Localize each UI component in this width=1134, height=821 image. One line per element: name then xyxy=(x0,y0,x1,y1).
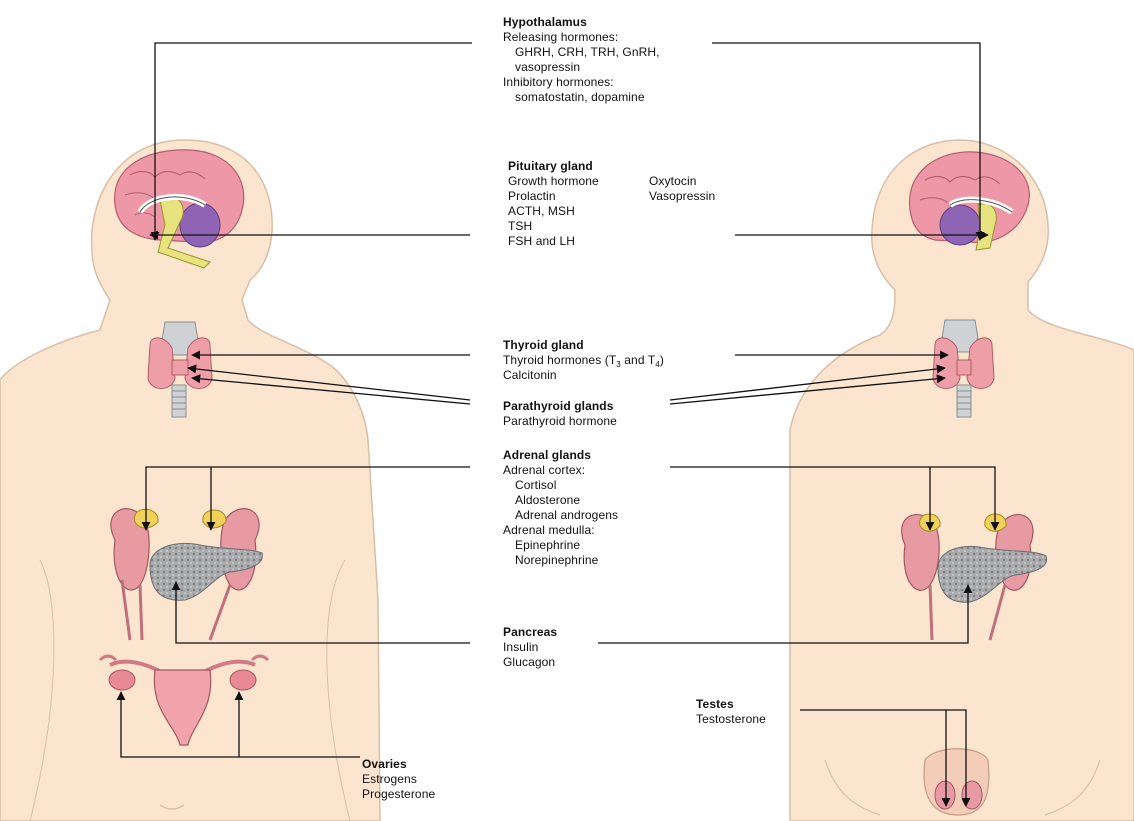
pituitary-title: Pituitary gland xyxy=(508,159,715,174)
ovaries-title: Ovaries xyxy=(362,757,435,772)
testes-title: Testes xyxy=(696,697,766,712)
pancreas-hormone: Insulin xyxy=(503,640,557,655)
adrenal-cortex-hormone: Adrenal androgens xyxy=(503,508,618,523)
hypothalamus-releasing-list-1: GHRH, CRH, TRH, GnRH, xyxy=(503,45,660,60)
pituitary-hormone: TSH xyxy=(508,219,649,234)
ovaries-hormone: Progesterone xyxy=(362,787,435,802)
label-adrenal: Adrenal glands Adrenal cortex: Cortisol … xyxy=(503,448,618,568)
thyroid-hormones: Thyroid hormones (T3 and T4) xyxy=(503,353,664,368)
male-testes xyxy=(924,749,989,815)
label-hypothalamus: Hypothalamus Releasing hormones: GHRH, C… xyxy=(503,15,660,105)
parathyroid-title: Parathyroid glands xyxy=(503,399,617,414)
label-pituitary: Pituitary gland Growth hormone Prolactin… xyxy=(508,159,715,249)
female-right-ovary xyxy=(230,670,256,690)
pituitary-hormone: FSH and LH xyxy=(508,234,649,249)
testes-hormone: Testosterone xyxy=(696,712,766,727)
thyroid-hormones-prefix: Thyroid hormones (T xyxy=(503,353,616,367)
female-trachea xyxy=(172,385,186,417)
hypothalamus-inhibitory: Inhibitory hormones: xyxy=(503,75,660,90)
adrenal-cortex-hormone: Cortisol xyxy=(503,478,618,493)
thyroid-title: Thyroid gland xyxy=(503,338,664,353)
hypothalamus-releasing-list-2: vasopressin xyxy=(503,60,660,75)
pancreas-title: Pancreas xyxy=(503,625,557,640)
thyroid-calcitonin: Calcitonin xyxy=(503,368,664,383)
pituitary-hormone: Growth hormone xyxy=(508,174,649,189)
ovaries-hormone: Estrogens xyxy=(362,772,435,787)
pituitary-hormone: Prolactin xyxy=(508,189,649,204)
pituitary-hormone: Vasopressin xyxy=(649,189,715,204)
female-pituitary xyxy=(180,203,220,247)
parathyroid-hormone: Parathyroid hormone xyxy=(503,414,617,429)
label-ovaries: Ovaries Estrogens Progesterone xyxy=(362,757,435,802)
pituitary-hormone: Oxytocin xyxy=(649,174,715,189)
hypothalamus-releasing: Releasing hormones: xyxy=(503,30,660,45)
thyroid-hormones-suffix: ) xyxy=(660,353,664,367)
male-pituitary xyxy=(940,205,980,245)
adrenal-title: Adrenal glands xyxy=(503,448,618,463)
pituitary-hormone: ACTH, MSH xyxy=(508,204,649,219)
pancreas-hormone: Glucagon xyxy=(503,655,557,670)
hypothalamus-title: Hypothalamus xyxy=(503,15,660,30)
adrenal-medulla-hormone: Norepinephrine xyxy=(503,553,618,568)
label-pancreas: Pancreas Insulin Glucagon xyxy=(503,625,557,670)
hypothalamus-inhibitory-list: somatostatin, dopamine xyxy=(503,90,660,105)
thyroid-hormones-mid: and T xyxy=(621,353,655,367)
adrenal-cortex: Adrenal cortex: xyxy=(503,463,618,478)
female-right-adrenal xyxy=(203,510,226,528)
adrenal-cortex-hormone: Aldosterone xyxy=(503,493,618,508)
label-thyroid: Thyroid gland Thyroid hormones (T3 and T… xyxy=(503,338,664,383)
adrenal-medulla-hormone: Epinephrine xyxy=(503,538,618,553)
label-testes: Testes Testosterone xyxy=(696,697,766,727)
label-parathyroid: Parathyroid glands Parathyroid hormone xyxy=(503,399,617,429)
female-left-ovary xyxy=(109,670,135,690)
adrenal-medulla: Adrenal medulla: xyxy=(503,523,618,538)
